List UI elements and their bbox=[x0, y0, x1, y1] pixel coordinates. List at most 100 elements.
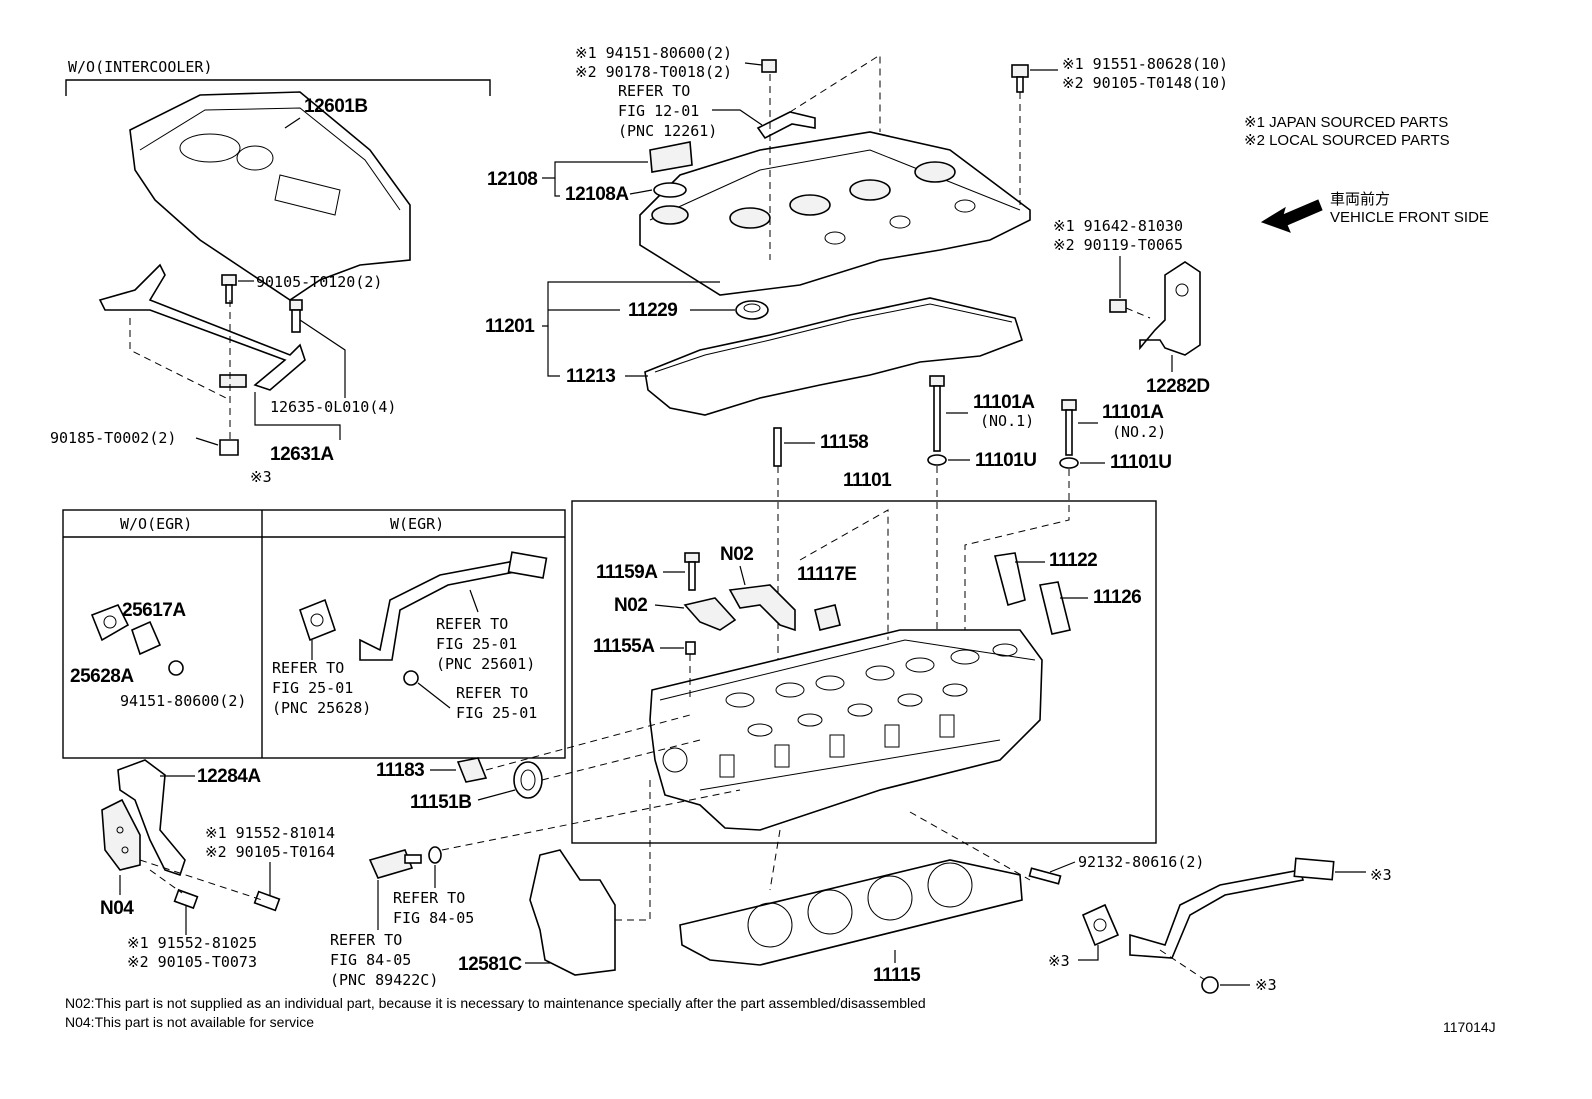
head-cover-gasket-11213[interactable] bbox=[644, 297, 1023, 416]
part-11115: 11115 bbox=[873, 965, 921, 986]
part-12601B: 12601B bbox=[304, 96, 368, 117]
part-11158: 11158 bbox=[820, 432, 868, 453]
part-12631A: 12631A bbox=[270, 444, 334, 465]
cover-bracket-part[interactable] bbox=[98, 263, 306, 391]
bolt-91552-81014[interactable] bbox=[253, 890, 281, 912]
cap-11183[interactable] bbox=[456, 757, 488, 783]
egr-pipe-lower[interactable] bbox=[1129, 857, 1335, 959]
ref-25-1a: REFER TO bbox=[436, 615, 508, 633]
legend-front-en: VEHICLE FRONT SIDE bbox=[1330, 209, 1489, 226]
bolt-91552-81025[interactable] bbox=[173, 888, 199, 910]
bolt-91642-81030[interactable] bbox=[1109, 299, 1127, 313]
part-N02-a: N02 bbox=[720, 544, 753, 565]
part-11201: 11201 bbox=[485, 316, 535, 337]
part-290105-T0073: ※2 90105-T0073 bbox=[127, 953, 257, 971]
ref-25-2a: REFER TO bbox=[272, 659, 344, 677]
part-11183: 11183 bbox=[376, 760, 424, 781]
ref-25-3b: FIG 25-01 bbox=[456, 704, 537, 722]
ref-84-2b: FIG 84-05 bbox=[330, 951, 411, 969]
plate-25617A[interactable] bbox=[131, 620, 162, 656]
timing-cover-12581C[interactable] bbox=[529, 849, 616, 976]
label-no2: (NO.2) bbox=[1112, 423, 1166, 441]
part-90185-T0002: 90185-T0002(2) bbox=[50, 429, 176, 447]
bolt-11159A[interactable] bbox=[684, 552, 700, 591]
egr-gasket-part[interactable] bbox=[299, 598, 336, 642]
plug-11117E[interactable] bbox=[814, 604, 841, 631]
note-n02: N02:This part is not supplied as an indi… bbox=[65, 995, 926, 1011]
egr-nut-lower[interactable] bbox=[1201, 976, 1219, 994]
washer-11101U-2[interactable] bbox=[1059, 457, 1079, 469]
egr-nut[interactable] bbox=[403, 670, 419, 686]
part-191642-81030: ※1 91642-81030 bbox=[1053, 217, 1183, 235]
ref-84-1b: FIG 84-05 bbox=[393, 909, 474, 927]
part-N02-b: N02 bbox=[614, 595, 647, 616]
part-N04: N04 bbox=[100, 898, 134, 919]
oil-filler-gasket-12108A[interactable] bbox=[653, 182, 687, 198]
stud-11158[interactable] bbox=[773, 427, 782, 467]
part-11117E: 11117E bbox=[797, 564, 856, 585]
engine-cover-part[interactable] bbox=[129, 91, 411, 301]
part-11126: 11126 bbox=[1093, 587, 1141, 608]
part-11155A: 11155A bbox=[593, 636, 655, 657]
ref-84-1a: REFER TO bbox=[393, 889, 465, 907]
part-11101U-1: 11101U bbox=[975, 450, 1036, 471]
part-12108: 12108 bbox=[487, 169, 537, 190]
wo-intercooler-bracket bbox=[65, 79, 491, 96]
valve-guide-11126[interactable] bbox=[1039, 581, 1071, 635]
ref3-c: ※3 bbox=[1255, 976, 1277, 994]
engine-hanger-N04[interactable] bbox=[101, 798, 141, 871]
camshaft-bearing-cap-N02-b[interactable] bbox=[683, 597, 737, 631]
cylinder-head-11101[interactable] bbox=[649, 629, 1043, 831]
bolt-90105-T0120[interactable] bbox=[221, 274, 237, 304]
part-290119-T0065: ※2 90119-T0065 bbox=[1053, 236, 1183, 254]
washer-11101U-1[interactable] bbox=[927, 454, 947, 466]
ref-fig12-a: REFER TO bbox=[618, 82, 690, 100]
nut-94151[interactable] bbox=[168, 660, 184, 676]
part-191552-81014: ※1 91552-81014 bbox=[205, 824, 335, 842]
bolt-91551-80628[interactable] bbox=[1011, 64, 1029, 93]
ref-25-2c: (PNC 25628) bbox=[272, 699, 371, 717]
cylinder-head-box bbox=[571, 500, 1157, 844]
part-12284A: 12284A bbox=[197, 766, 261, 787]
plug-seal-11229[interactable] bbox=[735, 300, 769, 320]
label-w-egr: W(EGR) bbox=[390, 515, 444, 533]
label-wo-egr: W/O(EGR) bbox=[120, 515, 192, 533]
valve-guide-11122[interactable] bbox=[993, 552, 1026, 606]
nut-94151-top[interactable] bbox=[761, 59, 777, 73]
part-12635-0L010: 12635-0L010(4) bbox=[270, 398, 396, 416]
ref-fig12-c: (PNC 12261) bbox=[618, 122, 717, 140]
egr-pipe-part[interactable] bbox=[359, 551, 548, 661]
head-bolt-11101A-no2[interactable] bbox=[1061, 399, 1077, 456]
egr-gasket-lower[interactable] bbox=[1081, 903, 1120, 947]
ref-25-2b: FIG 25-01 bbox=[272, 679, 353, 697]
part-11213: 11213 bbox=[566, 366, 615, 387]
part-11101: 11101 bbox=[843, 470, 892, 491]
part-290178-T0018: ※2 90178-T0018(2) bbox=[575, 63, 732, 81]
head-bolt-11101A-no1[interactable] bbox=[929, 375, 945, 452]
seal-11151B[interactable] bbox=[513, 761, 543, 799]
egr-options-box bbox=[62, 509, 566, 759]
engine-hanger-12282D[interactable] bbox=[1139, 261, 1201, 356]
head-gasket-11115[interactable] bbox=[679, 859, 1023, 966]
breather-hose[interactable] bbox=[756, 111, 816, 140]
cylinder-head-cover-11201[interactable] bbox=[639, 131, 1031, 296]
stud-92132[interactable] bbox=[1028, 867, 1062, 885]
part-25617A: 25617A bbox=[122, 600, 186, 621]
stud-12635[interactable] bbox=[289, 299, 303, 333]
camshaft-bearing-cap-N02-a[interactable] bbox=[728, 584, 796, 632]
sensor-washer[interactable] bbox=[428, 846, 442, 864]
ref3-b: ※3 bbox=[1370, 866, 1392, 884]
oil-filler-cap-12108[interactable] bbox=[649, 141, 693, 173]
legend-local: ※2 LOCAL SOURCED PARTS bbox=[1244, 132, 1450, 149]
part-290105-T0164: ※2 90105-T0164 bbox=[205, 843, 335, 861]
temp-sensor[interactable] bbox=[368, 849, 422, 879]
clip-90185[interactable] bbox=[219, 439, 239, 456]
gasket-25628A[interactable] bbox=[90, 603, 130, 642]
legend-japan: ※1 JAPAN SOURCED PARTS bbox=[1244, 114, 1448, 131]
label-no1: (NO.1) bbox=[980, 412, 1034, 430]
ref-25-3a: REFER TO bbox=[456, 684, 528, 702]
ref-84-2a: REFER TO bbox=[330, 931, 402, 949]
dowel-11155A[interactable] bbox=[685, 641, 696, 655]
part-11122: 11122 bbox=[1049, 550, 1097, 571]
engine-hanger-12284A[interactable] bbox=[117, 759, 186, 877]
